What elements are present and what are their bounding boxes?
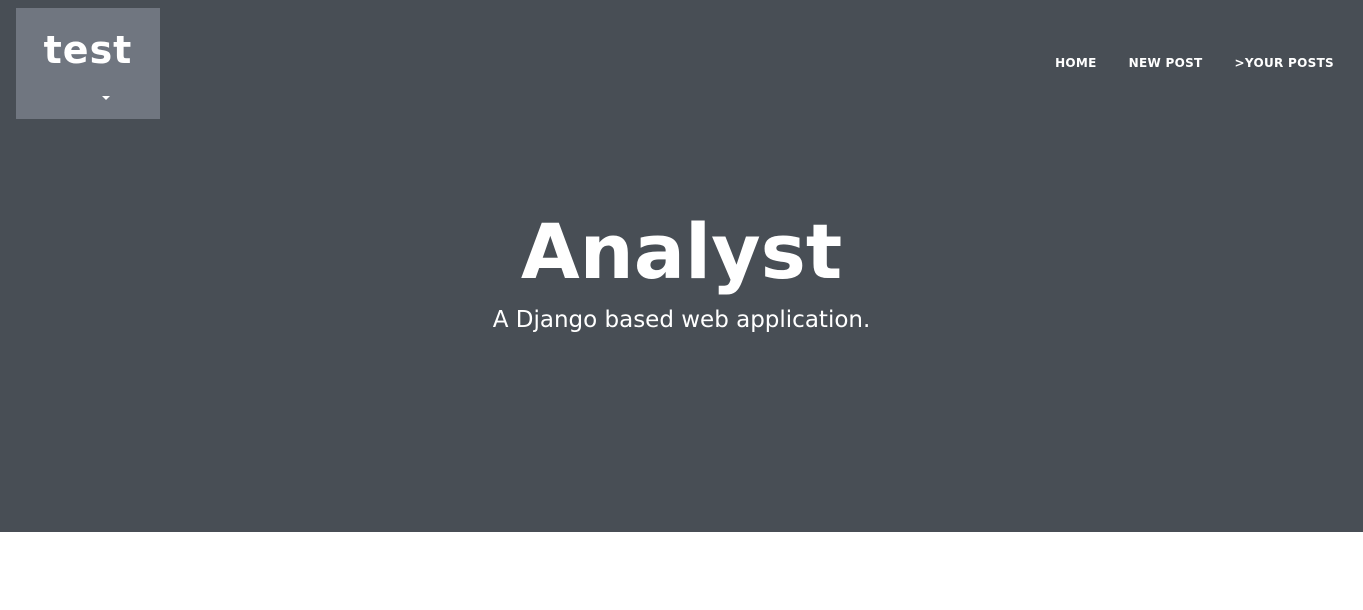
main-nav: HOME NEW POST >YOUR POSTS — [1055, 56, 1334, 70]
caret-down-icon — [102, 96, 110, 100]
page-subtitle: A Django based web application. — [492, 307, 871, 333]
page-title: Analyst — [520, 207, 843, 296]
brand-dropdown[interactable]: test — [16, 8, 160, 119]
brand-label: test — [43, 28, 133, 72]
nav-link-new-post[interactable]: NEW POST — [1128, 56, 1203, 70]
nav-link-home[interactable]: HOME — [1055, 56, 1097, 70]
hero-section: test HOME NEW POST >YOUR POSTS Analyst A… — [0, 0, 1363, 532]
nav-link-your-posts[interactable]: >YOUR POSTS — [1234, 56, 1334, 70]
